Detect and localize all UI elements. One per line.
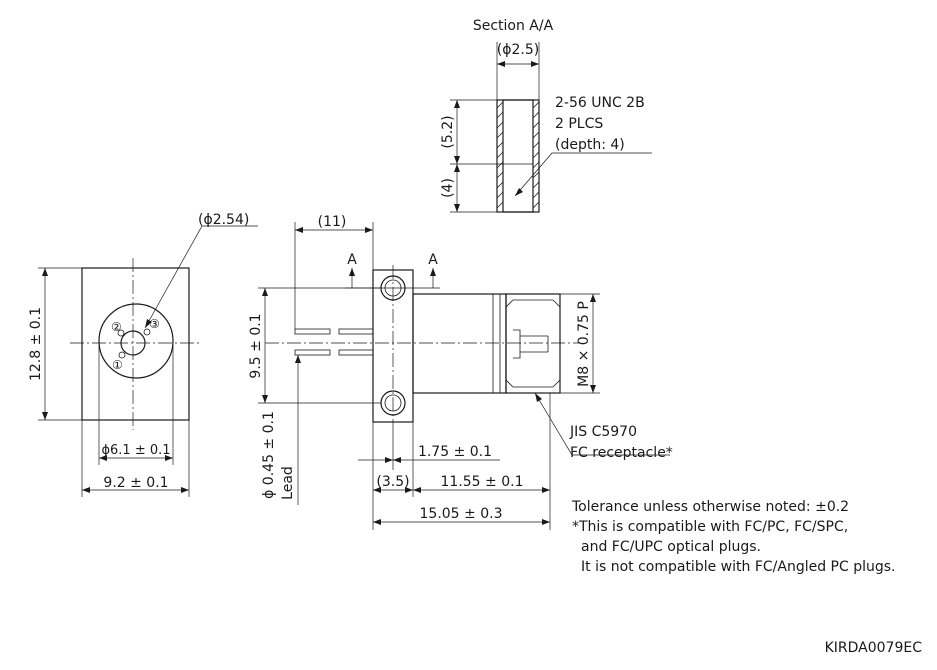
pin-circle-dimension: (ϕ2.54) bbox=[198, 212, 249, 228]
side-view: A A (11) 9.5 ± 0.1 ϕ 0.45 ± 0.1 Lead M8 … bbox=[248, 214, 673, 530]
thread-callout-line1: 2-56 UNC 2B bbox=[555, 95, 645, 111]
jis-callout-line1: JIS C5970 bbox=[569, 424, 637, 440]
jis-callout-line2: FC receptacle* bbox=[570, 445, 673, 461]
section-mark-right: A bbox=[428, 252, 438, 268]
lead-label: Lead bbox=[280, 466, 296, 500]
width-dimension: 9.2 ± 0.1 bbox=[103, 475, 168, 491]
depth-5-2-dimension: (5.2) bbox=[440, 115, 456, 148]
notes-block: Tolerance unless otherwise noted: ±0.2 *… bbox=[571, 499, 896, 575]
note-line-4: It is not compatible with FC/Angled PC p… bbox=[581, 559, 896, 575]
height-dimension: 12.8 ± 0.1 bbox=[28, 307, 44, 381]
drawing-code: KIRDA0079EC bbox=[825, 640, 923, 656]
note-line-2: *This is compatible with FC/PC, FC/SPC, bbox=[572, 519, 848, 535]
pin-3-label: ③ bbox=[149, 317, 160, 331]
hole-diameter-dimension: (ϕ2.5) bbox=[497, 42, 539, 58]
thread-m8-dimension: M8 × 0.75 P bbox=[576, 301, 592, 387]
length-3-5-dimension: (3.5) bbox=[376, 474, 409, 490]
section-mark-left: A bbox=[347, 252, 357, 268]
length-15-05-dimension: 15.05 ± 0.3 bbox=[420, 506, 503, 522]
depth-4-dimension: (4) bbox=[440, 178, 456, 198]
front-view: ① ② ③ (ϕ2.54) 12.8 ± 0.1 ϕ6.1 ± 0.1 9.2 … bbox=[28, 212, 258, 497]
diameter-6-1-dimension: ϕ6.1 ± 0.1 bbox=[101, 443, 170, 458]
section-title: Section A/A bbox=[473, 18, 554, 34]
thread-callout-line2: 2 PLCS bbox=[555, 116, 603, 132]
pin-1-label: ① bbox=[112, 358, 123, 372]
section-a-a-view: Section A/A (ϕ2.5) bbox=[440, 18, 652, 213]
flange-1-75-dimension: 1.75 ± 0.1 bbox=[418, 444, 492, 460]
pin-2-label: ② bbox=[111, 320, 122, 334]
note-line-1: Tolerance unless otherwise noted: ±0.2 bbox=[571, 499, 849, 515]
thread-callout-line3: (depth: 4) bbox=[555, 137, 625, 153]
length-11-55-dimension: 11.55 ± 0.1 bbox=[441, 474, 524, 490]
note-line-3: and FC/UPC optical plugs. bbox=[581, 539, 761, 555]
length-11-dimension: (11) bbox=[318, 214, 347, 230]
lead-diameter-dimension: ϕ 0.45 ± 0.1 bbox=[261, 411, 277, 499]
hole-pitch-dimension: 9.5 ± 0.1 bbox=[248, 313, 264, 378]
